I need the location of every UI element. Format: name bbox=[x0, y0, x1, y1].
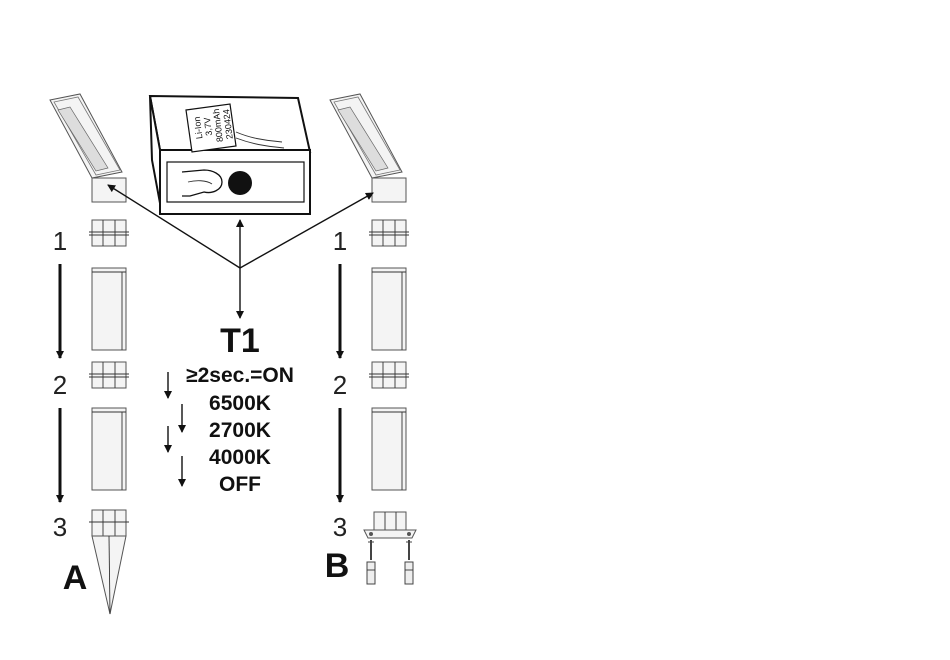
right-tube-1 bbox=[372, 268, 406, 350]
left-tube-2 bbox=[92, 408, 126, 490]
screw-icon bbox=[368, 540, 412, 560]
right-step-1-label: 1 bbox=[333, 226, 347, 256]
mode-title: T1 bbox=[220, 322, 260, 360]
mode-sequence: T1 ≥2sec.=ON 6500K 2700K 4000K OFF bbox=[168, 322, 294, 496]
left-tube-1 bbox=[92, 268, 126, 350]
left-lamp-head bbox=[50, 94, 126, 202]
left-step-3-label: 3 bbox=[53, 512, 67, 542]
battery-box: Li-Ion 3,7V 800mAh 230424 bbox=[150, 96, 310, 214]
mode-step-4000k: 4000K bbox=[209, 446, 271, 469]
right-connector-2 bbox=[369, 362, 409, 388]
right-lamp-head bbox=[330, 94, 406, 202]
power-button-icon[interactable] bbox=[228, 171, 252, 195]
mounting-plate-icon bbox=[364, 512, 416, 538]
variant-b-label: B bbox=[325, 547, 350, 585]
right-tube-2 bbox=[372, 408, 406, 490]
mode-step-2700k: 2700K bbox=[209, 419, 271, 442]
right-assembly: 1 2 3 B bbox=[325, 94, 416, 585]
left-step-2-label: 2 bbox=[53, 370, 67, 400]
variant-a-label: A bbox=[63, 559, 88, 597]
left-step-1-label: 1 bbox=[53, 226, 67, 256]
mode-step-off: OFF bbox=[219, 473, 261, 496]
right-connector-1 bbox=[369, 220, 409, 246]
ground-spike-icon bbox=[89, 510, 129, 614]
left-connector-1 bbox=[89, 220, 129, 246]
left-assembly: 1 2 3 A bbox=[50, 94, 129, 614]
wall-plug-icon bbox=[367, 562, 413, 584]
right-step-3-label: 3 bbox=[333, 512, 347, 542]
left-connector-2 bbox=[89, 362, 129, 388]
right-step-2-label: 2 bbox=[333, 370, 347, 400]
mode-step-6500k: 6500K bbox=[209, 392, 271, 415]
mode-press-instruction: ≥2sec.=ON bbox=[186, 364, 294, 387]
